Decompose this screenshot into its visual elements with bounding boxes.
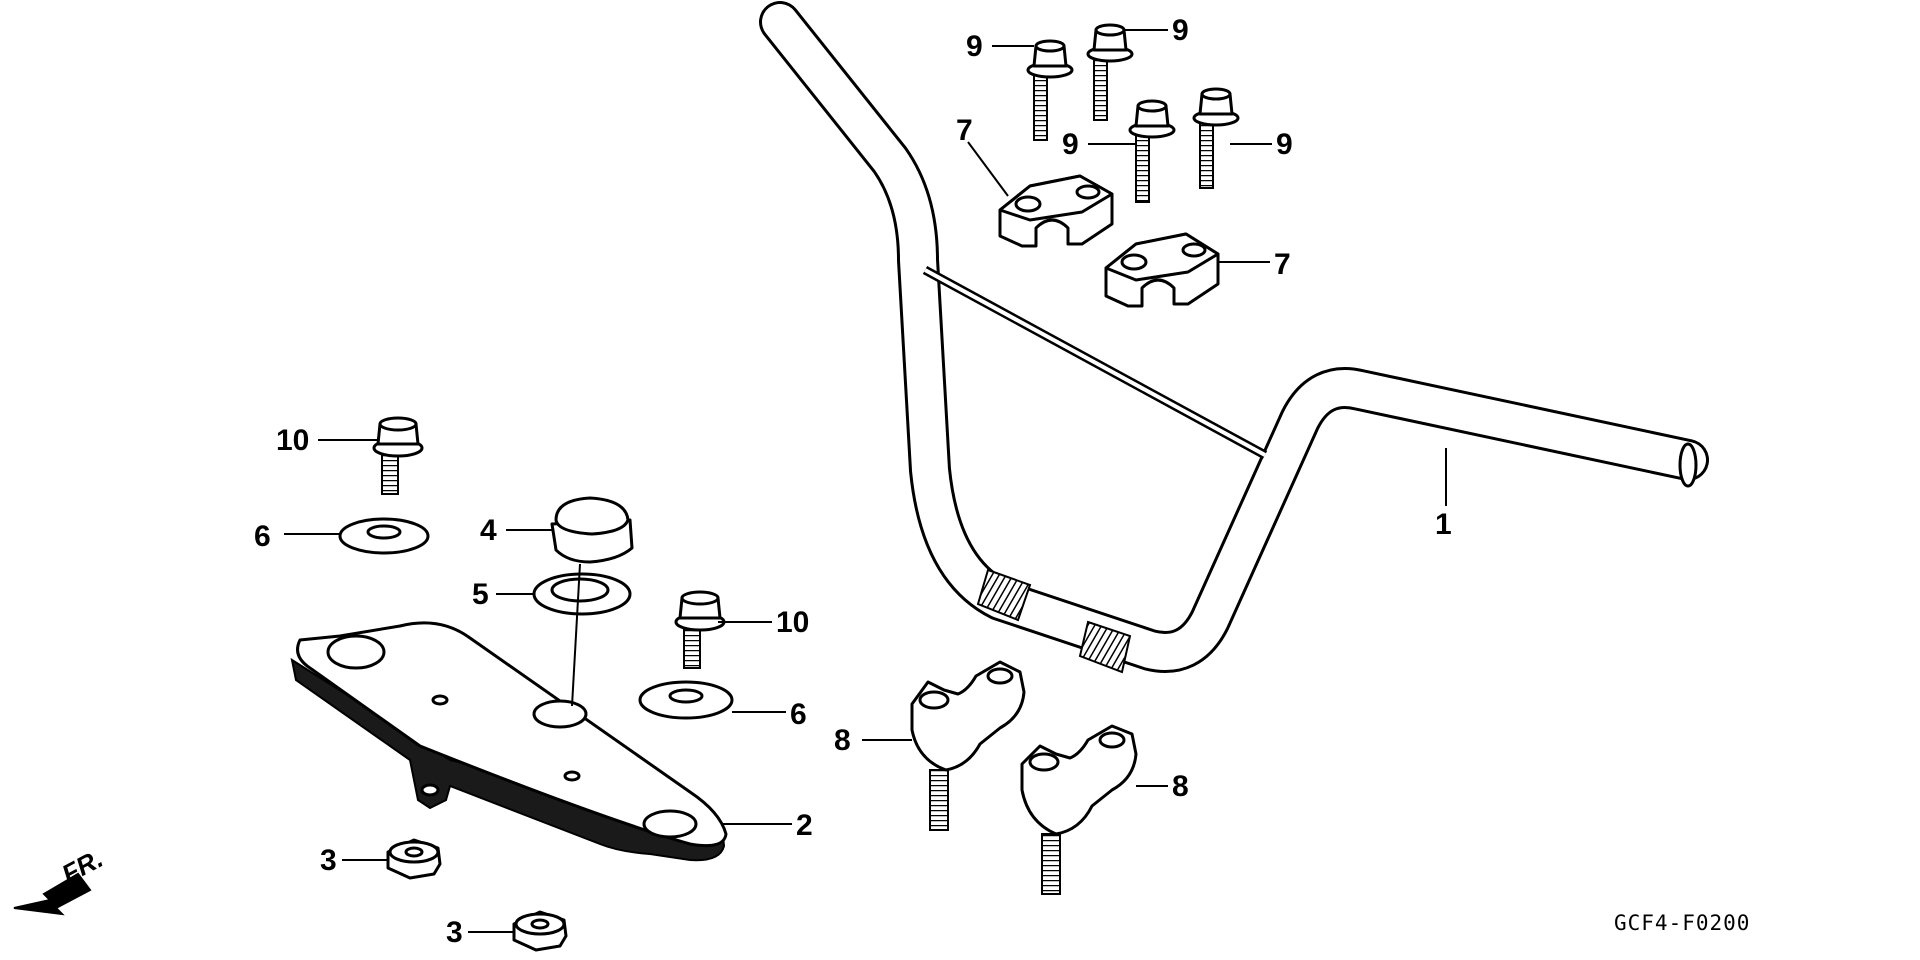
- leader-lines: [284, 29, 1447, 933]
- nut-3-a: [386, 838, 442, 880]
- callout-1: 1: [1435, 508, 1452, 541]
- callout-10: 10: [776, 606, 809, 639]
- callout-7: 7: [1274, 248, 1291, 281]
- callout-labels: 1 2 3 3 4 5 6 6 7 7 8 8 9 9 9 9 10 10: [254, 14, 1452, 949]
- upper-holder-2: [1104, 232, 1220, 308]
- bolt-10-a: [372, 416, 424, 495]
- front-arrow-icon: FR.: [13, 843, 108, 916]
- bolt-10-b: [674, 590, 726, 669]
- handlebar: [759, 1, 1709, 674]
- callout-9: 9: [1062, 128, 1079, 161]
- top-bridge-plate: [290, 621, 728, 862]
- callout-2: 2: [796, 809, 813, 842]
- diagram-code: GCF4-F0200: [1614, 911, 1750, 935]
- washer-5: [532, 572, 632, 616]
- cap-nut: [550, 496, 634, 564]
- callout-8: 8: [1172, 770, 1189, 803]
- callout-7: 7: [956, 114, 973, 147]
- callout-6: 6: [790, 698, 807, 731]
- washer-6-a: [338, 517, 430, 555]
- callout-4: 4: [480, 514, 497, 547]
- callout-9: 9: [1172, 14, 1189, 47]
- lower-holder-1: [910, 660, 1026, 831]
- nut-3-b: [512, 910, 568, 952]
- bolt-9-c: [1128, 99, 1176, 203]
- lower-holder-2: [1020, 724, 1138, 895]
- washer-6-b: [638, 680, 734, 720]
- bolt-9-a: [1026, 39, 1074, 141]
- callout-3: 3: [320, 844, 337, 877]
- callout-3: 3: [446, 916, 463, 949]
- bolt-9-d: [1192, 87, 1240, 189]
- knurled-zone-right: [1078, 620, 1132, 674]
- callout-9: 9: [1276, 128, 1293, 161]
- callout-10: 10: [276, 424, 309, 457]
- knurled-zone-left: [976, 568, 1032, 622]
- callout-8: 8: [834, 724, 851, 757]
- callout-6: 6: [254, 520, 271, 553]
- callout-5: 5: [472, 578, 489, 611]
- bolt-9-b: [1086, 23, 1134, 121]
- assembly-line: [571, 563, 581, 707]
- upper-holder-1: [998, 174, 1114, 248]
- callout-9: 9: [966, 30, 983, 63]
